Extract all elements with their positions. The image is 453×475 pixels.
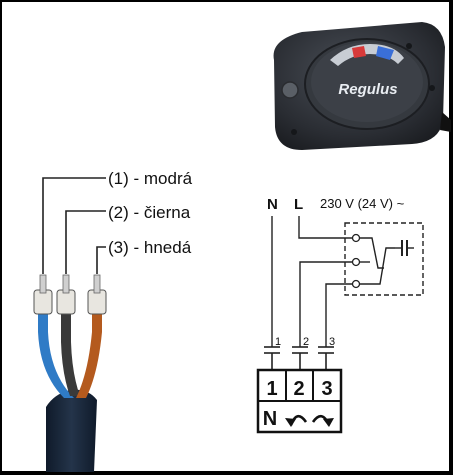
rotate-ccw-icon — [285, 414, 308, 427]
terminal-number-3: 3 — [321, 378, 332, 400]
wire-label-3: (3) - hnedá — [108, 238, 192, 257]
terminal-number-2: 2 — [293, 378, 304, 400]
live-label: L — [294, 196, 303, 213]
terminal-neutral-label: N — [263, 408, 277, 430]
circuit-nodes — [351, 233, 408, 289]
pin-number-1: 1 — [275, 336, 281, 348]
voltage-label: 230 V (24 V) ~ — [320, 196, 405, 211]
brand-logo: Regulus — [338, 81, 397, 98]
pin-number-2: 2 — [303, 336, 309, 348]
neutral-label: N — [267, 196, 278, 213]
pin-stubs — [264, 346, 334, 370]
circuit-lines — [271, 216, 424, 347]
leader-lines — [42, 177, 106, 274]
knob-icon — [281, 81, 299, 99]
wire-black — [61, 309, 80, 396]
cable-illustration — [33, 274, 107, 472]
wire-label-1: (1) - modrá — [108, 169, 193, 188]
wire-blue — [38, 309, 74, 398]
actuator-device: Regulus — [273, 22, 451, 150]
pin-number-3: 3 — [329, 336, 335, 348]
wire-brown — [76, 309, 102, 398]
terminal-block: 1 2 3 N — [256, 368, 343, 434]
wire-label-2: (2) - čierna — [108, 203, 191, 222]
rotate-cw-icon — [311, 414, 334, 427]
terminal-number-1: 1 — [266, 378, 277, 400]
